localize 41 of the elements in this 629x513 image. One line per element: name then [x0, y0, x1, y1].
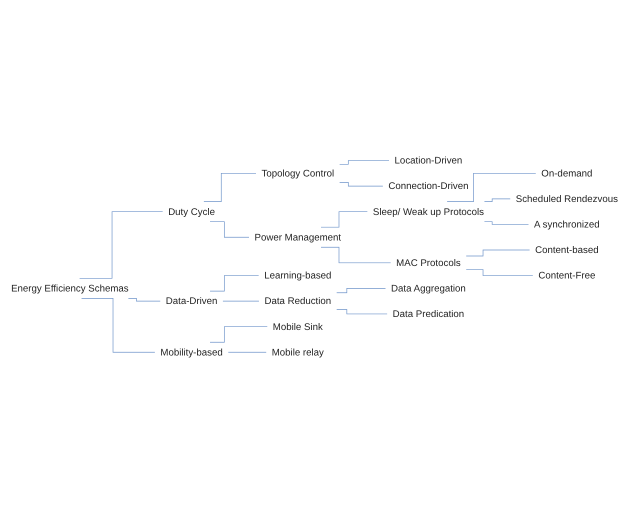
connector [228, 352, 267, 353]
connector [339, 160, 390, 165]
node-text: Data Reduction [264, 295, 332, 306]
node-text: Content-based [535, 244, 599, 256]
node-text: Mobile relay [272, 346, 324, 358]
connector [320, 211, 368, 228]
node-text: Connection-Driven [388, 180, 468, 192]
node-text: A synchronized [534, 218, 600, 230]
connector [222, 300, 260, 302]
node-text: Mobile Sink [272, 320, 323, 332]
connector [484, 221, 529, 225]
connector [204, 173, 256, 202]
connector [446, 173, 536, 202]
node-text: Energy Efficiency Schemas [11, 282, 129, 294]
node-text: On-demand [541, 168, 592, 179]
connector [336, 309, 388, 314]
node-text: Mobility-based [160, 346, 223, 358]
connector [128, 298, 161, 302]
connector [320, 247, 391, 264]
connector [466, 269, 534, 276]
connector [339, 182, 384, 187]
connector [210, 275, 260, 292]
node-text: Learning-based [264, 270, 332, 281]
node-text: MAC Protocols [396, 257, 461, 268]
node-text: Data Predication [392, 308, 464, 320]
node-text: Data-Driven [166, 295, 218, 306]
node-text: Duty Cycle [168, 206, 215, 217]
connector [336, 288, 386, 294]
connector [210, 326, 268, 343]
node-text: Data Aggregation [391, 282, 466, 294]
connector [466, 250, 530, 256]
node-text: Scheduled Rendezvous [516, 193, 618, 204]
node-text: Location-Driven [394, 154, 462, 166]
connector [79, 211, 163, 279]
node-text: Content-Free [538, 270, 596, 281]
connector [210, 221, 250, 238]
node-text: Sleep/ Weak up Protocols [372, 206, 484, 217]
node-text: Topology Control [262, 168, 334, 179]
connector [484, 198, 511, 202]
connector [81, 298, 156, 353]
node-text: Power Management [254, 231, 342, 243]
